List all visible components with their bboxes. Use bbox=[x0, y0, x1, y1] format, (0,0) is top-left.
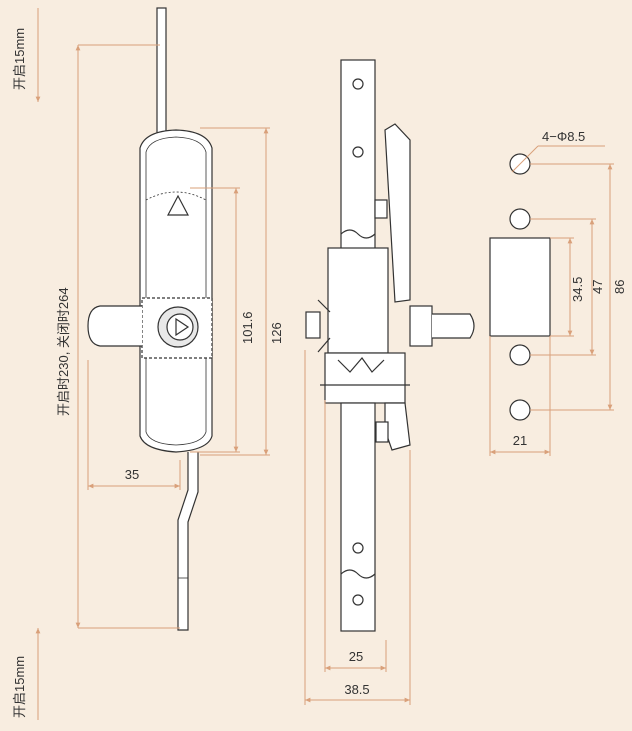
label-open-top: 开启15mm bbox=[12, 28, 27, 90]
front-view bbox=[87, 7, 213, 631]
slot-hole-1 bbox=[352, 78, 364, 90]
lower-bracket bbox=[384, 402, 411, 451]
slot-hole-3 bbox=[352, 542, 364, 554]
label-dim-25: 25 bbox=[349, 649, 363, 664]
label-travel: 开启时230, 关闭时264 bbox=[56, 287, 71, 416]
lock-plunger bbox=[409, 305, 433, 347]
label-open-bottom: 开启15mm bbox=[12, 656, 27, 718]
label-dim-47: 47 bbox=[590, 280, 605, 294]
side-view bbox=[305, 59, 475, 632]
mount-hole-2 bbox=[509, 208, 531, 230]
label-dim-21: 21 bbox=[513, 433, 527, 448]
handle-profile bbox=[384, 123, 411, 303]
slot-hole-2 bbox=[352, 146, 364, 158]
label-dim-101: 101.6 bbox=[240, 311, 255, 344]
lower-bar bbox=[340, 402, 376, 632]
bottom-rod bbox=[177, 452, 199, 631]
dimension-lines bbox=[35, 8, 614, 720]
label-dim-38: 38.5 bbox=[344, 682, 369, 697]
dimension-labels: 开启15mm 开启15mm 开启时230, 关闭时264 35 101.6 12… bbox=[12, 28, 627, 718]
label-dim-35: 35 bbox=[125, 467, 139, 482]
housing-block bbox=[327, 247, 389, 354]
slot-hole-4 bbox=[352, 594, 364, 606]
top-rod bbox=[156, 7, 167, 137]
cam-mechanism bbox=[324, 352, 406, 404]
mount-hole-3 bbox=[509, 344, 531, 366]
side-screw bbox=[305, 311, 321, 339]
side-lug bbox=[87, 305, 142, 347]
label-dim-34: 34.5 bbox=[570, 277, 585, 302]
label-dim-86: 86 bbox=[612, 280, 627, 294]
key-shaft bbox=[432, 313, 475, 339]
label-holes: 4−Φ8.5 bbox=[542, 129, 585, 144]
play-icon bbox=[175, 317, 190, 337]
handle-body bbox=[139, 129, 213, 453]
arrow-mark-icon bbox=[167, 194, 189, 216]
mount-hole-4 bbox=[509, 399, 531, 421]
label-dim-126: 126 bbox=[269, 322, 284, 344]
rect-cutout bbox=[489, 237, 551, 337]
cutout-view bbox=[489, 153, 551, 421]
